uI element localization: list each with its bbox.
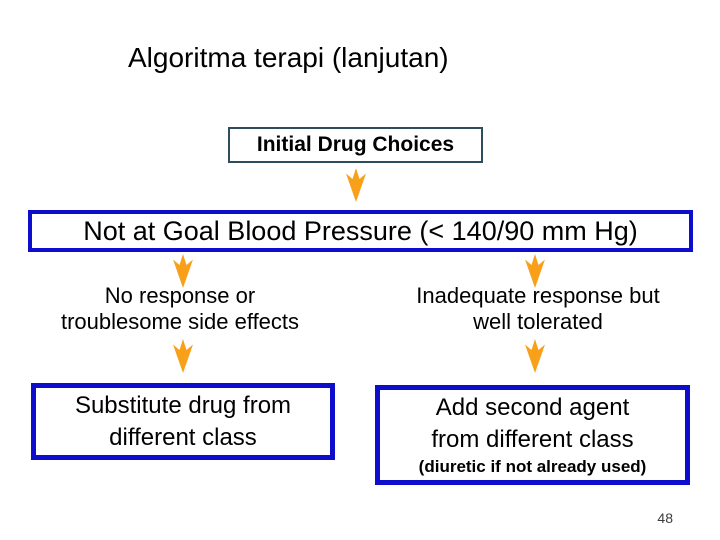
- down-arrow-icon: [525, 254, 545, 288]
- left-condition-line-1: No response or: [104, 283, 256, 308]
- left-condition-text: No response or troublesome side effects: [25, 283, 335, 335]
- page-number: 48: [657, 510, 673, 526]
- down-arrow-icon: [173, 339, 193, 373]
- add-second-agent-box: Add second agent from different class (d…: [375, 385, 690, 485]
- initial-drug-choices-label: Initial Drug Choices: [256, 133, 455, 156]
- down-arrow-icon: [173, 254, 193, 288]
- right-condition-text: Inadequate response but well tolerated: [380, 283, 696, 335]
- down-arrow-icon: [525, 339, 545, 373]
- substitute-drug-line-2: different class: [109, 423, 257, 451]
- substitute-drug-line-1: Substitute drug from: [74, 391, 292, 419]
- right-condition-line-2: well tolerated: [473, 309, 603, 334]
- add-second-agent-note: (diuretic if not already used): [418, 457, 647, 476]
- not-at-goal-bp-label: Not at Goal Blood Pressure (< 140/90 mm …: [83, 215, 638, 246]
- slide-title: Algoritma terapi (lanjutan): [128, 42, 449, 73]
- substitute-drug-box: Substitute drug from different class: [31, 383, 335, 460]
- add-second-agent-line-2: from different class: [431, 426, 634, 453]
- down-arrow-icon: [346, 168, 366, 202]
- add-second-agent-line-1: Add second agent: [435, 394, 630, 421]
- initial-drug-choices-box: Initial Drug Choices: [228, 127, 483, 163]
- not-at-goal-bp-box: Not at Goal Blood Pressure (< 140/90 mm …: [28, 210, 693, 252]
- left-condition-line-2: troublesome side effects: [60, 309, 300, 334]
- right-condition-line-1: Inadequate response but: [416, 283, 660, 308]
